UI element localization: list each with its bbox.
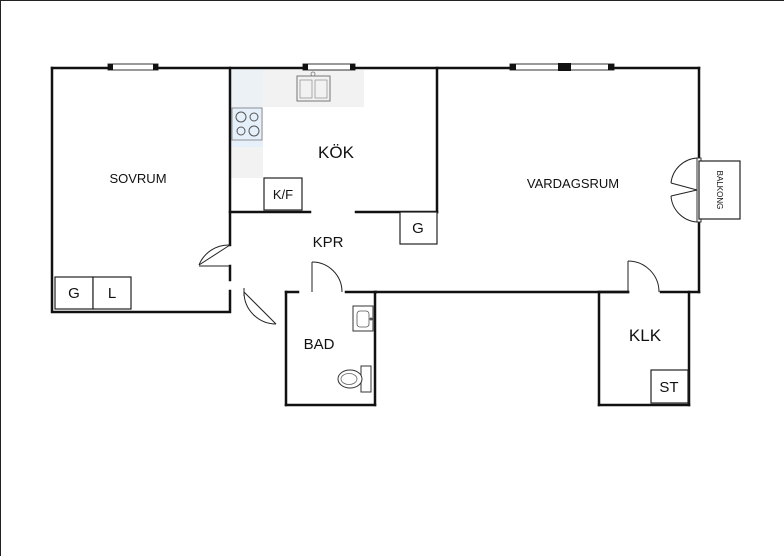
bathroom-walls: [284, 290, 378, 407]
fixture-label-g-kok: G: [412, 220, 424, 237]
interior-walls: [228, 66, 439, 282]
room-label-kpr: KPR: [313, 234, 344, 251]
l-sovrum-box: [92, 276, 132, 310]
g-kok-box: [399, 211, 438, 245]
room-label-klk: KLK: [629, 326, 662, 345]
door-entrance: [243, 288, 277, 325]
balcony-doors: [670, 157, 702, 223]
washbasin-icon: [352, 305, 374, 332]
room-label-balkong: BALKONG: [715, 171, 724, 210]
fixture-label-kf: K/F: [273, 187, 293, 202]
toilet-icon: [337, 365, 372, 393]
fixture-label-l-sovrum: L: [108, 285, 116, 302]
window-sovrum: [107, 63, 159, 71]
kitchen-sink-icon: [296, 71, 331, 102]
room-label-vardagsrum: VARDAGSRUM: [527, 176, 619, 191]
fixture-label-st: ST: [659, 379, 678, 396]
fixture-label-g-sovrum: G: [68, 285, 80, 302]
door-bad: [311, 261, 343, 293]
door-sovrum: [198, 244, 231, 267]
window-kok: [302, 63, 356, 71]
stove-icon: [231, 107, 263, 141]
room-label-bad: BAD: [304, 336, 335, 353]
kitchen-counter: [231, 70, 364, 178]
st-box: [650, 369, 689, 404]
closet-walls: [597, 290, 691, 407]
kf-box: [263, 177, 303, 211]
balcony-box: [698, 160, 741, 220]
room-label-kok: KÖK: [318, 143, 355, 162]
window-vardagsrum: [509, 63, 615, 71]
room-label-sovrum: SOVRUM: [109, 171, 166, 186]
door-klk: [627, 260, 660, 293]
